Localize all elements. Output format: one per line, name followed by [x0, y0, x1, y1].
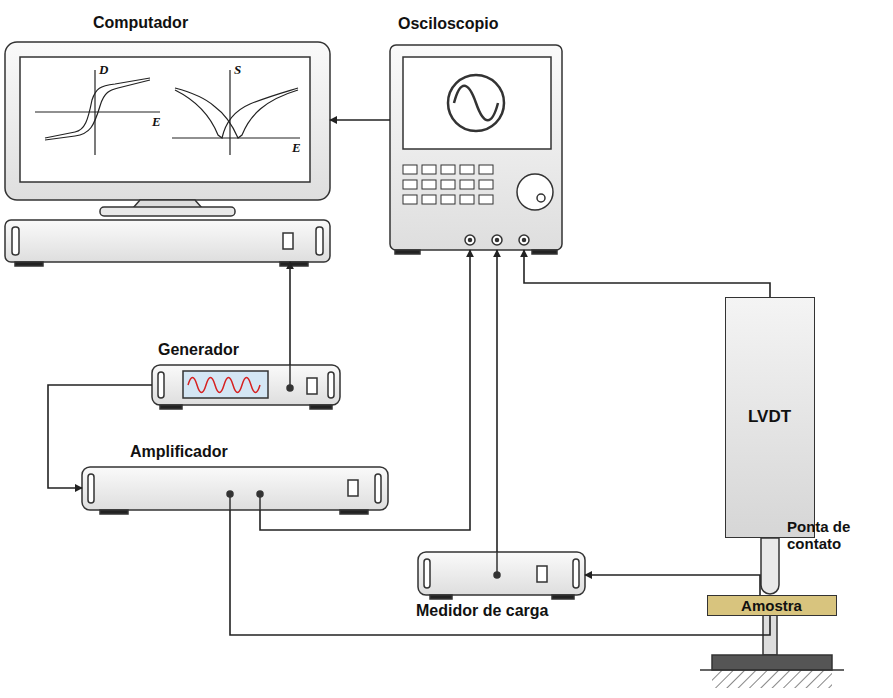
scope-button	[479, 165, 493, 174]
axis-label: E	[152, 114, 161, 130]
signal-wire	[496, 250, 498, 552]
scope-button	[422, 180, 436, 189]
scope-button	[403, 180, 417, 189]
sample: Amostra	[707, 595, 837, 616]
signal-wire	[524, 250, 770, 297]
signal-wire	[260, 250, 470, 530]
charge-meter: Medidor de carga	[418, 552, 585, 595]
scope-button	[422, 195, 436, 204]
scope-button	[403, 195, 417, 204]
node-label: Generador	[158, 341, 239, 359]
node-label: Medidor de carga	[416, 602, 548, 620]
computer-case	[5, 220, 330, 266]
lvdt-sensor: LVDT	[725, 297, 815, 538]
axis-label: D	[99, 62, 108, 78]
oscilloscope-body	[390, 45, 562, 254]
axis-label: E	[292, 140, 301, 156]
axis-label: S	[234, 62, 241, 78]
amplifier-body	[82, 467, 388, 514]
scope-buttons	[403, 165, 493, 204]
scope-button	[460, 165, 474, 174]
charge-meter-body	[418, 552, 585, 599]
screen-plots	[35, 70, 300, 155]
node-label: Computador	[93, 14, 188, 32]
generator-body	[152, 365, 340, 409]
node-label: Osciloscopio	[398, 15, 498, 33]
signal-wire	[289, 262, 291, 365]
signal-wire	[230, 510, 770, 635]
computer: Computador	[5, 42, 330, 262]
signal-generator: Generador	[152, 365, 340, 405]
scope-button	[460, 195, 474, 204]
probe-and-base	[700, 538, 844, 688]
node-label: Amplificador	[130, 443, 228, 461]
scope-button	[403, 165, 417, 174]
signal-wire	[330, 119, 390, 121]
scope-button	[479, 195, 493, 204]
signal-wire	[48, 385, 152, 488]
scope-button	[441, 165, 455, 174]
node-label: Amostra	[741, 597, 802, 614]
scope-button	[479, 180, 493, 189]
scope-button	[460, 180, 474, 189]
node-label: LVDT	[748, 407, 791, 427]
oscilloscope: Osciloscopio	[390, 45, 562, 250]
amplifier: Amplificador	[82, 467, 388, 510]
scope-button	[441, 180, 455, 189]
scope-button	[422, 165, 436, 174]
scope-button	[441, 195, 455, 204]
signal-wire	[585, 575, 760, 595]
monitor	[5, 42, 330, 216]
part-label: Ponta de contato	[787, 518, 877, 552]
